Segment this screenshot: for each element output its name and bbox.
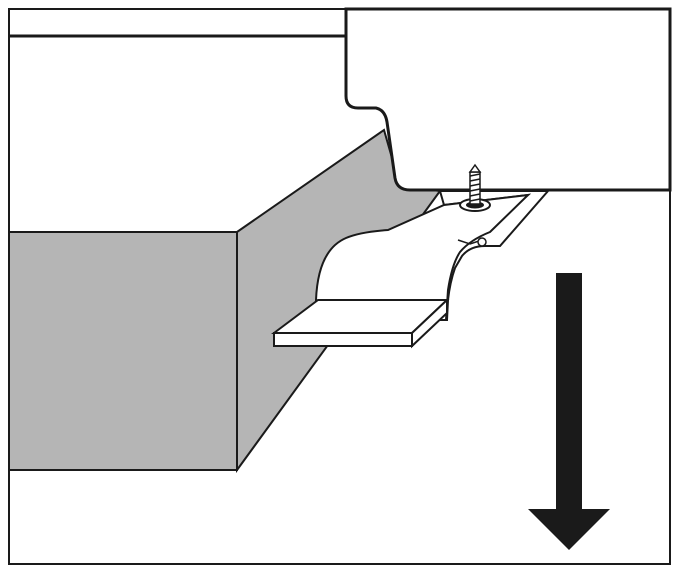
cabinet-front-panel — [8, 231, 238, 471]
down-arrow-icon — [528, 273, 610, 550]
countertop-block — [344, 7, 672, 192]
bracket-rivet — [477, 237, 487, 247]
screw-icon — [459, 163, 491, 212]
bracket-foot-front — [273, 332, 413, 347]
bracket-foot-side — [411, 297, 448, 349]
